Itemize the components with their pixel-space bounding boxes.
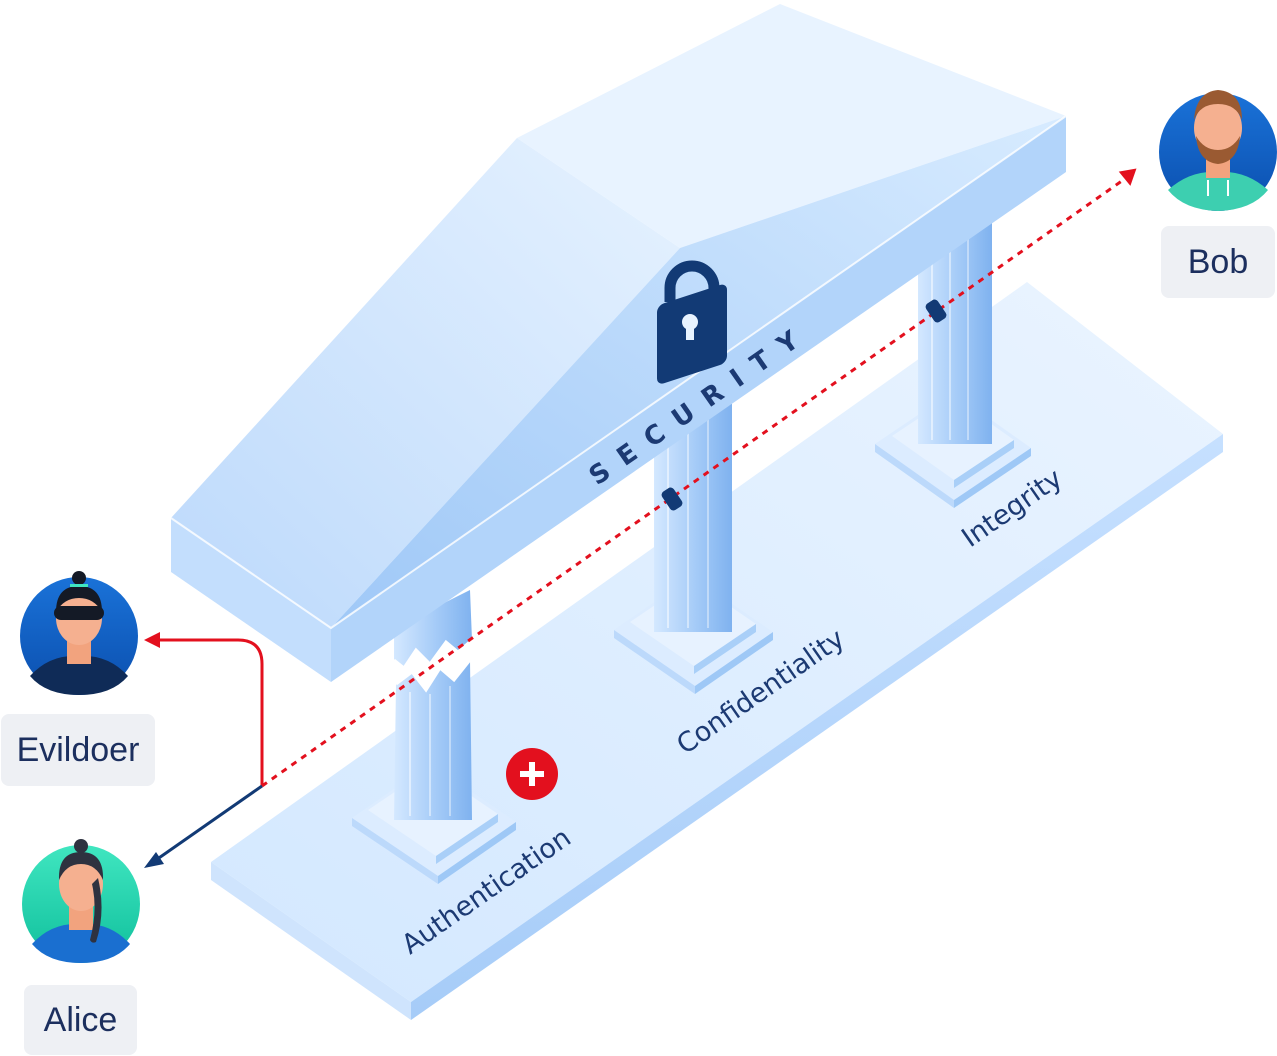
bob-name-tag: Bob (1161, 226, 1275, 298)
bob-avatar (1159, 90, 1277, 211)
column-authentication-broken (393, 590, 473, 820)
attack-dotted-line (261, 176, 1127, 788)
arrow-head-bob (1118, 168, 1137, 186)
intercept-marker-confidentiality (661, 487, 683, 511)
lock-icon (657, 260, 727, 384)
arrow-head-alice (144, 852, 164, 868)
evildoer-name-tag: Evildoer (1, 714, 155, 786)
evildoer-avatar (20, 571, 138, 695)
alice-line (155, 784, 263, 862)
alice-avatar (22, 839, 140, 963)
intercept-marker-integrity (925, 299, 947, 323)
connection-lines (144, 168, 1137, 868)
intercept-line (158, 638, 264, 786)
arrow-head-evildoer (144, 632, 160, 648)
alice-name-tag: Alice (24, 985, 137, 1055)
error-badge-icon (506, 748, 558, 800)
